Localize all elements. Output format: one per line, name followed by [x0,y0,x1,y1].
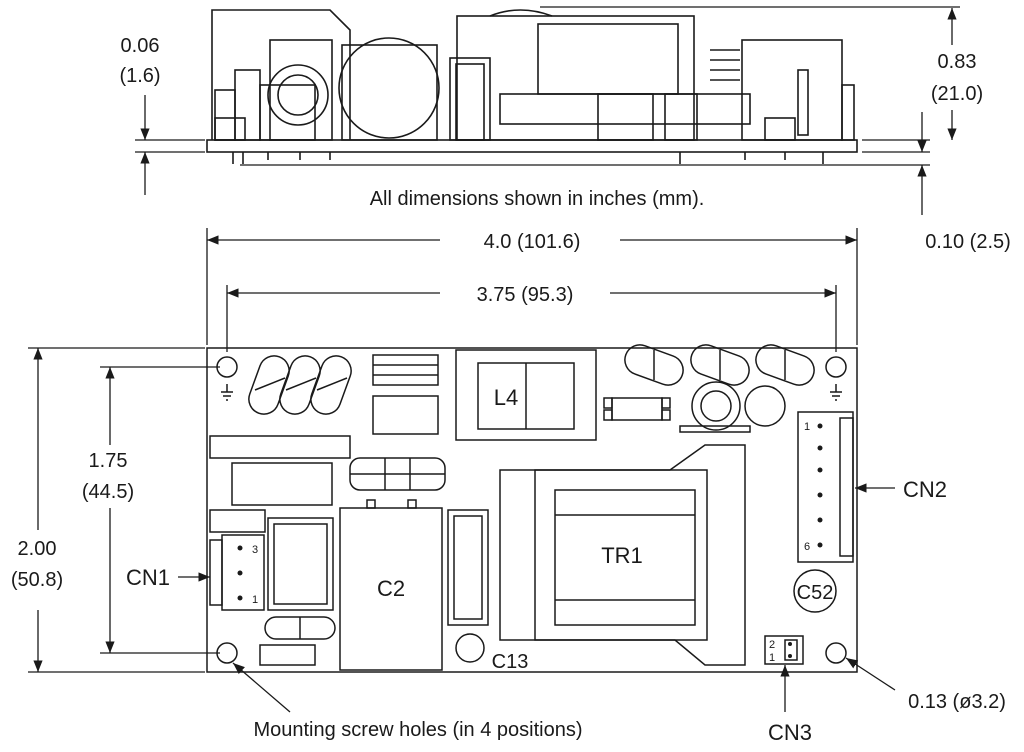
side-dim-right-mm: (21.0) [931,83,983,105]
side-dim-right-in: 0.83 [938,51,977,73]
inductor-l4 [455,349,597,441]
label-cn3: CN3 [768,720,812,745]
side-inductor-coil [267,64,329,126]
cn3-pin2-label: 2 [769,639,775,651]
dim-hole-spacing-width: 3.75 (95.3) [477,284,574,306]
leader-lines [178,483,896,713]
cn2-pin1-label: 1 [804,421,810,433]
mounting-holes-note: Mounting screw holes (in 4 positions) [253,719,582,741]
dim-hole-diameter: 0.13 (ø3.2) [908,691,1006,713]
label-c52: C52 [797,582,834,604]
side-dim-left-mm: (1.6) [119,65,160,87]
side-view [206,9,858,164]
side-transformer [456,15,695,141]
dim-overall-width: 4.0 (101.6) [484,231,581,253]
ground-icon [221,384,233,401]
connector-cn1 [221,534,265,611]
cn3-pin1-label: 1 [769,652,775,664]
oval-components-right [624,344,815,386]
label-l4: L4 [494,385,518,410]
side-dim-left-in: 0.06 [121,35,160,57]
oval-components-left [248,355,352,415]
dim-overall-height-in: 2.00 [18,538,57,560]
capacitor-c52 [793,569,837,613]
dim-hole-spacing-height-mm: (44.5) [82,481,134,503]
dim-overall-height-mm: (50.8) [11,569,63,591]
capacitor-c13 [455,633,485,663]
inductor-round [691,381,741,431]
capacitor-c2 [339,507,443,671]
side-connector [741,39,843,141]
connector-cn2 [797,411,854,563]
cn1-pin1-label: 1 [252,594,258,606]
transformer-tr1 [554,489,696,626]
mounting-hole-bottom-right [825,642,847,664]
ground-icon [830,384,842,401]
side-dim-pin: 0.10 (2.5) [925,231,1011,253]
side-dimensions [135,6,960,215]
connector-cn3 [764,635,804,665]
label-cn1: CN1 [126,565,170,590]
label-cn2: CN2 [903,477,947,502]
label-c2: C2 [377,576,405,601]
cn2-pin6-label: 6 [804,541,810,553]
side-heatsink [211,9,351,140]
side-capacitor [338,37,440,139]
top-dimensions [28,228,858,673]
dimensions-note: All dimensions shown in inches (mm). [370,188,705,210]
side-pcb [206,139,858,153]
label-tr1: TR1 [601,543,643,568]
connector-cn1-housing [209,539,223,606]
pcb-outline [206,347,858,673]
capacitor-round [744,385,786,427]
optocoupler [611,397,663,421]
top-view-board [206,344,858,673]
cn2-pins [817,423,823,548]
label-c13: C13 [492,651,529,673]
cn1-pin3-label: 3 [252,544,258,556]
mounting-hole-top-right [825,356,847,378]
mounting-hole-top-left [216,356,238,378]
mounting-hole-bottom-left [216,642,238,664]
dim-hole-spacing-height-in: 1.75 [89,450,128,472]
